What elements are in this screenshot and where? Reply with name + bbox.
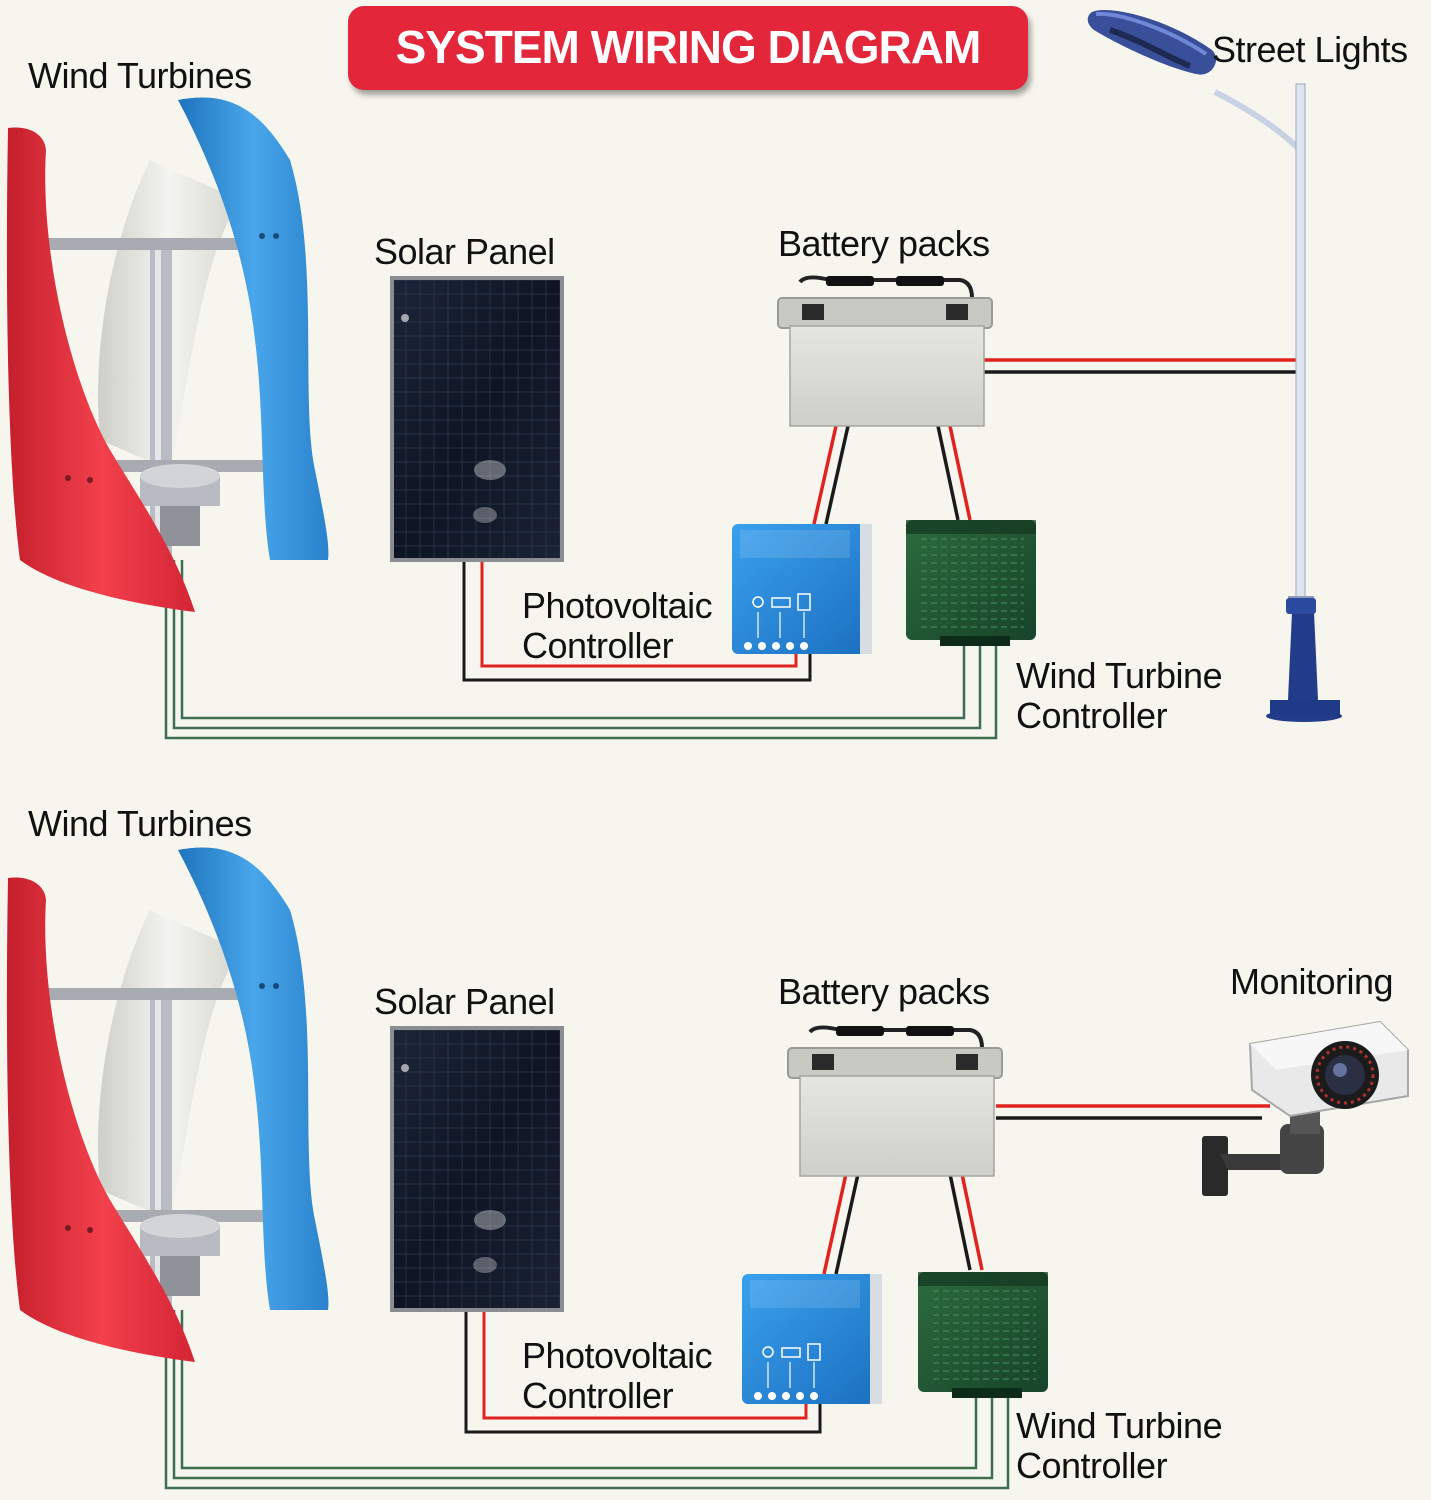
pv-controller-icon	[741, 1273, 883, 1405]
solar-panel-icon	[390, 1026, 564, 1312]
battery-wtc-red	[960, 1173, 984, 1271]
battery-icon	[786, 1024, 1004, 1178]
solar-wire-black	[462, 562, 812, 682]
monitoring-label: Monitoring	[1230, 961, 1394, 1002]
wind-controller-label-line1: Wind Turbine	[1016, 1405, 1223, 1446]
solar-panel-icon	[390, 276, 564, 562]
pv-controller-label-line1: Photovoltaic	[522, 1335, 713, 1376]
wind-turbines-label: Wind Turbines	[28, 803, 252, 844]
street-light-icon	[1087, 9, 1342, 722]
wind-controller-label-line2: Controller	[1016, 695, 1168, 736]
battery-packs-label: Battery packs	[778, 223, 990, 264]
pv-controller-icon	[731, 523, 873, 655]
battery-pv-red	[822, 1173, 848, 1275]
wind-turbine-icon	[6, 97, 329, 612]
turbine-wires	[164, 1310, 1010, 1490]
diagram-1	[6, 9, 1342, 740]
battery-wtc-red	[948, 425, 972, 521]
solar-wire-black	[464, 1312, 822, 1434]
wind-controller-icon	[918, 1272, 1048, 1398]
pv-controller-label-line2: Controller	[522, 1375, 674, 1416]
battery-packs-label: Battery packs	[778, 971, 990, 1012]
wind-controller-icon	[906, 520, 1036, 646]
solar-panel-label: Solar Panel	[374, 981, 555, 1022]
wind-controller-label-line1: Wind Turbine	[1016, 655, 1223, 696]
solar-wire-red	[480, 562, 798, 668]
wind-turbines-label: Wind Turbines	[28, 55, 252, 96]
street-lights-label: Street Lights	[1212, 29, 1408, 70]
battery-pv-black	[834, 1173, 860, 1275]
solar-panel-label: Solar Panel	[374, 231, 555, 272]
battery-icon	[776, 274, 994, 428]
pv-controller-label-line1: Photovoltaic	[522, 585, 713, 626]
solar-wire-red	[482, 1312, 808, 1420]
wind-controller-label-line2: Controller	[1016, 1445, 1168, 1486]
wind-turbine-icon	[6, 847, 329, 1362]
page-title: SYSTEM WIRING DIAGRAM	[395, 21, 982, 73]
title-banner: SYSTEM WIRING DIAGRAM	[348, 6, 1028, 90]
battery-wtc-black	[948, 1173, 972, 1271]
diagram-2	[6, 847, 1409, 1490]
security-camera-icon	[1202, 1020, 1409, 1196]
battery-wtc-black	[936, 425, 960, 521]
turbine-wires	[164, 560, 998, 740]
pv-controller-label-line2: Controller	[522, 625, 674, 666]
battery-pv-red	[812, 425, 838, 525]
battery-pv-black	[824, 425, 850, 525]
